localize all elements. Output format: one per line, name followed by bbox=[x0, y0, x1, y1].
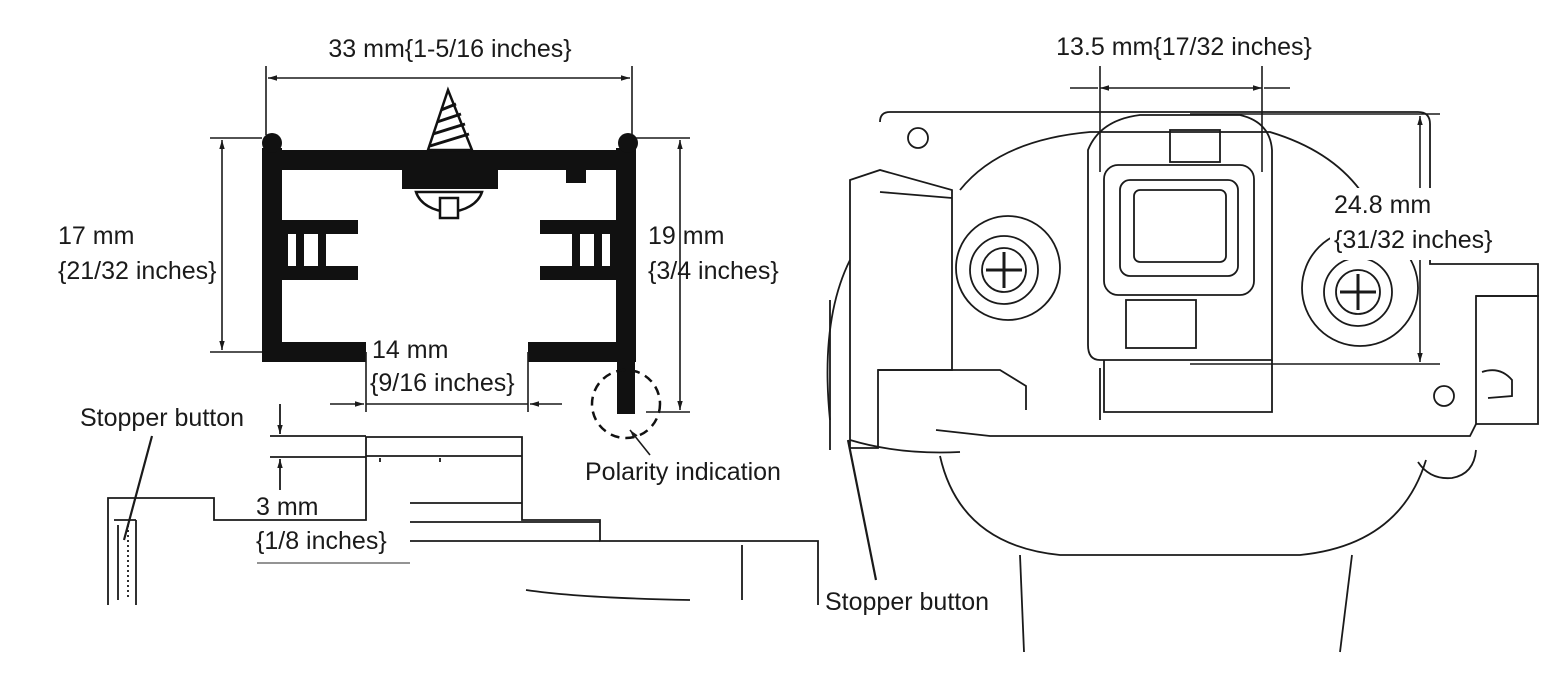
connector-height-value: 24.8 mm bbox=[1334, 191, 1431, 219]
height-left-value: 17 mm bbox=[58, 222, 134, 250]
polarity-circle bbox=[590, 368, 662, 440]
height-right-imperial: {3/4 inches} bbox=[648, 257, 779, 285]
corner-right bbox=[618, 133, 638, 153]
polarity-label: Polarity indication bbox=[585, 458, 781, 486]
polarity-pin bbox=[617, 352, 635, 414]
gap-imperial: {9/16 inches} bbox=[370, 369, 515, 397]
width-dimension-label: 33 mm{1-5/16 inches} bbox=[328, 35, 571, 63]
left-contact bbox=[272, 220, 358, 280]
dimension-lines-left bbox=[210, 66, 690, 456]
small-tab bbox=[566, 165, 586, 183]
stopper-label-right: Stopper button bbox=[825, 588, 989, 616]
height-left-imperial: {21/32 inches} bbox=[58, 257, 216, 285]
screw-boss bbox=[402, 165, 498, 189]
dimension-lines-right bbox=[846, 66, 1440, 581]
right-contact bbox=[540, 220, 626, 280]
side-view bbox=[107, 404, 819, 605]
height-right-value: 19 mm bbox=[648, 222, 724, 250]
height-label-bg bbox=[1330, 188, 1520, 260]
plug-cross-section bbox=[210, 66, 690, 456]
corner-left bbox=[262, 133, 282, 153]
camera-body bbox=[826, 111, 1539, 653]
depth-value: 3 mm bbox=[256, 493, 319, 521]
stopper-label-left: Stopper button bbox=[80, 404, 244, 432]
gap-value: 14 mm bbox=[372, 336, 448, 364]
depth-imperial: {1/8 inches} bbox=[256, 527, 387, 555]
connector-height-imperial: {31/32 inches} bbox=[1334, 226, 1492, 254]
screw-icon bbox=[414, 86, 484, 220]
connector-width-label: 13.5 mm{17/32 inches} bbox=[1056, 33, 1312, 61]
